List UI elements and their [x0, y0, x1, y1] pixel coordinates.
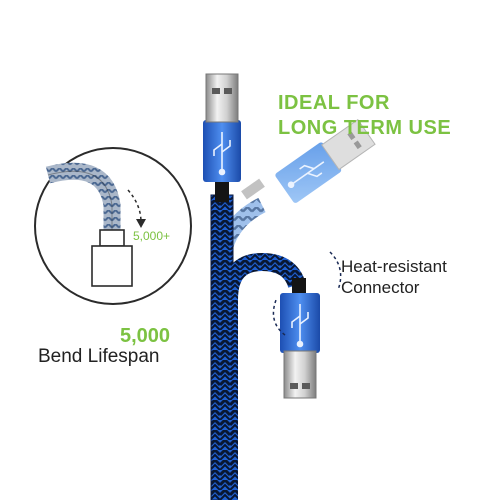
ghost-usb-connector [275, 118, 376, 203]
headline: IDEAL FOR LONG TERM USE [278, 91, 451, 141]
callout-line-1: Heat-resistant [341, 257, 447, 276]
dashed-arrow-icon [127, 189, 146, 228]
usb-symbol-icon [291, 304, 309, 348]
callout-line-2: Connector [341, 278, 420, 297]
bend-diagram-icon [34, 147, 192, 305]
bend-label: Bend Lifespan [38, 346, 160, 367]
branch-cable [220, 252, 320, 500]
usb-symbol-icon [287, 161, 325, 189]
headline-line-1: IDEAL FOR [278, 92, 390, 114]
callout-arcs [272, 251, 342, 336]
main-usb-connector [203, 73, 241, 182]
bend-count: 5,000 [120, 325, 171, 347]
heat-resistant-usb-connector [280, 293, 320, 399]
zoom-bend-count: 5,000+ [133, 229, 171, 243]
connector-callout: Heat-resistant Connector [341, 256, 447, 298]
usb-symbol-icon [213, 132, 231, 176]
headline-line-2: LONG TERM USE [278, 117, 452, 139]
